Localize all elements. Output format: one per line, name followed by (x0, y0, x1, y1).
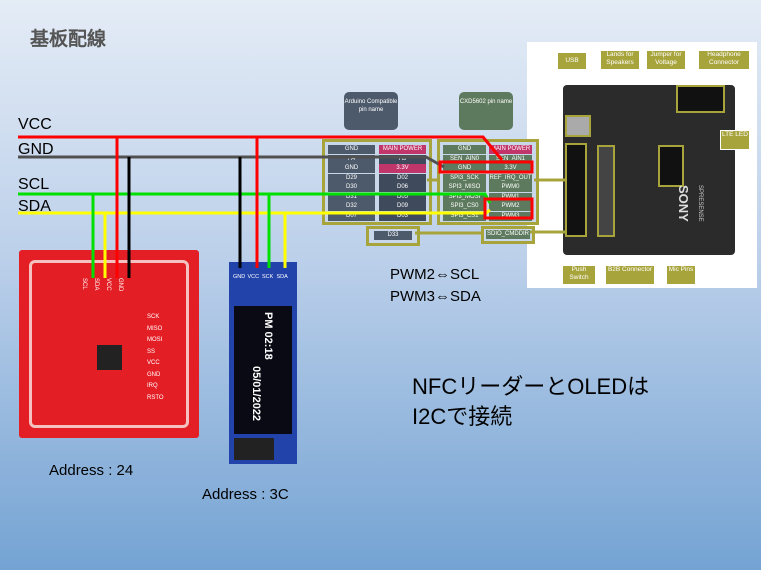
pin-d30: D30 (328, 183, 375, 192)
nfc-pin-rsto: RSTO (147, 394, 164, 401)
nfc-pin-irq: IRQ (147, 383, 158, 389)
summary-text: NFCリーダーとOLEDは I2Cで接続 (412, 372, 649, 432)
pin-pwm0: PWM0 (489, 183, 532, 192)
pin-d32: D32 (328, 202, 375, 211)
pin-d02: D02 (379, 173, 426, 183)
wire-scl (18, 192, 492, 204)
label-scl: SCL (18, 176, 50, 193)
pin-pwm1: PWM1 (489, 192, 532, 202)
nfc-pin-vcc: VCC (147, 360, 160, 366)
label-vcc: VCC (18, 116, 52, 133)
pin-d33: D33 (374, 231, 412, 240)
pin-spi3-cs0: SPI3_CS0 (443, 202, 486, 211)
headphone-connector (676, 85, 725, 113)
pin-main-power: MAIN POWER (379, 145, 426, 154)
pin-spi3-sck: SPI3_SCK (443, 173, 486, 183)
label-lte: LTE LED (720, 130, 750, 150)
pin-d31: D31 (328, 192, 375, 202)
label-mic: Mic Pins (666, 265, 696, 285)
highlight-3v3 (438, 160, 534, 174)
label-b2b: B2B Connector (605, 265, 655, 285)
summary-line-2: I2Cで接続 (412, 404, 513, 429)
slide-title: 基板配線 (30, 29, 107, 50)
pin-spi3-miso: SPI3_MISO (443, 183, 486, 192)
label-jumper: Jumper for Voltage (646, 50, 686, 70)
pin-pwm3: PWM3 (489, 211, 532, 221)
pin-main-power: MAIN POWER (489, 145, 532, 154)
oled-pin-vcc: VCC (247, 274, 260, 280)
wire-sda (18, 208, 491, 215)
arduino-pin-tag: Arduino Compatible pin name (344, 92, 398, 130)
cxd-pin-tag: CXD5602 pin name (459, 92, 513, 130)
nfc-pin-miso: MISO (147, 325, 163, 332)
oled-pin-gnd: GND (233, 274, 246, 280)
pin-gnd: GND (328, 145, 375, 154)
nfc-pin-gnd: GND (147, 371, 161, 378)
pin-sdio: SDIO_CMDDIR (486, 230, 530, 239)
label-push: Push Switch (562, 265, 596, 285)
d33-box: D33 (366, 226, 420, 246)
oled-screen: PM 02:18 05/01/2022 (234, 306, 292, 434)
pin-d07: D07 (328, 211, 375, 221)
label-gnd: GND (18, 141, 54, 158)
note-pwm3: PWM3⇔SDA (390, 288, 481, 305)
nfc-pin-ss: SS (147, 348, 156, 355)
pin-gnd: GND (443, 164, 486, 173)
pin-spi3-cs1: SPI3_CS1 (443, 211, 486, 221)
pin-gnd: GND (328, 164, 375, 173)
wire-vcc (18, 135, 504, 161)
pin-3-3v: 3.3V (379, 164, 426, 173)
pin-d05: D05 (379, 192, 426, 202)
b2b-connector (597, 145, 615, 237)
label-speakers: Lands for Speakers (600, 50, 640, 70)
summary-line-1: NFCリーダーとOLEDは (412, 374, 650, 399)
nfc-pin-sck: SCK (147, 314, 160, 320)
label-usb: USB (557, 52, 587, 70)
pin-d09: D09 (379, 202, 426, 211)
oled-address: Address : 3C (202, 486, 289, 503)
oled-flex-cable (234, 438, 274, 460)
header-pins (565, 143, 587, 237)
pin-sen-ain0: SEN_AIN0 (443, 154, 486, 164)
pin-gnd: GND (443, 145, 486, 154)
pin-3-3v: 3.3V (489, 164, 532, 173)
wire-gnd (18, 155, 445, 169)
highlight-pwm (483, 197, 534, 220)
oled-pin-sck: SCK (262, 274, 274, 280)
spresense-pcb: SONY SPRESENSE (563, 85, 735, 255)
oled-pin-sda: SDA (276, 274, 288, 280)
pin-d29: D29 (328, 173, 375, 183)
pin-pwm2: PWM2 (489, 202, 532, 211)
nfc-pin-mosi: MOSI (147, 337, 163, 343)
pin-spi3-mosi: SPI3_MOSI (443, 192, 486, 202)
nfc-chip (97, 345, 122, 370)
pin-sen-ain1: SEN_AIN1 (489, 154, 532, 164)
pin-d03: D03 (379, 211, 426, 221)
label-sda: SDA (18, 198, 51, 215)
sdio-box: SDIO_CMDDIR (481, 226, 535, 244)
label-headphone: Headphone Connector (698, 50, 750, 70)
pin-d06: D06 (379, 183, 426, 192)
note-pwm2: PWM2⇔SCL (390, 266, 480, 283)
nfc-address: Address : 24 (49, 462, 134, 479)
usb-port (565, 115, 591, 137)
pin-ref-irq-out: REF_IRQ_OUT (489, 173, 532, 183)
mic-pins (658, 145, 684, 187)
